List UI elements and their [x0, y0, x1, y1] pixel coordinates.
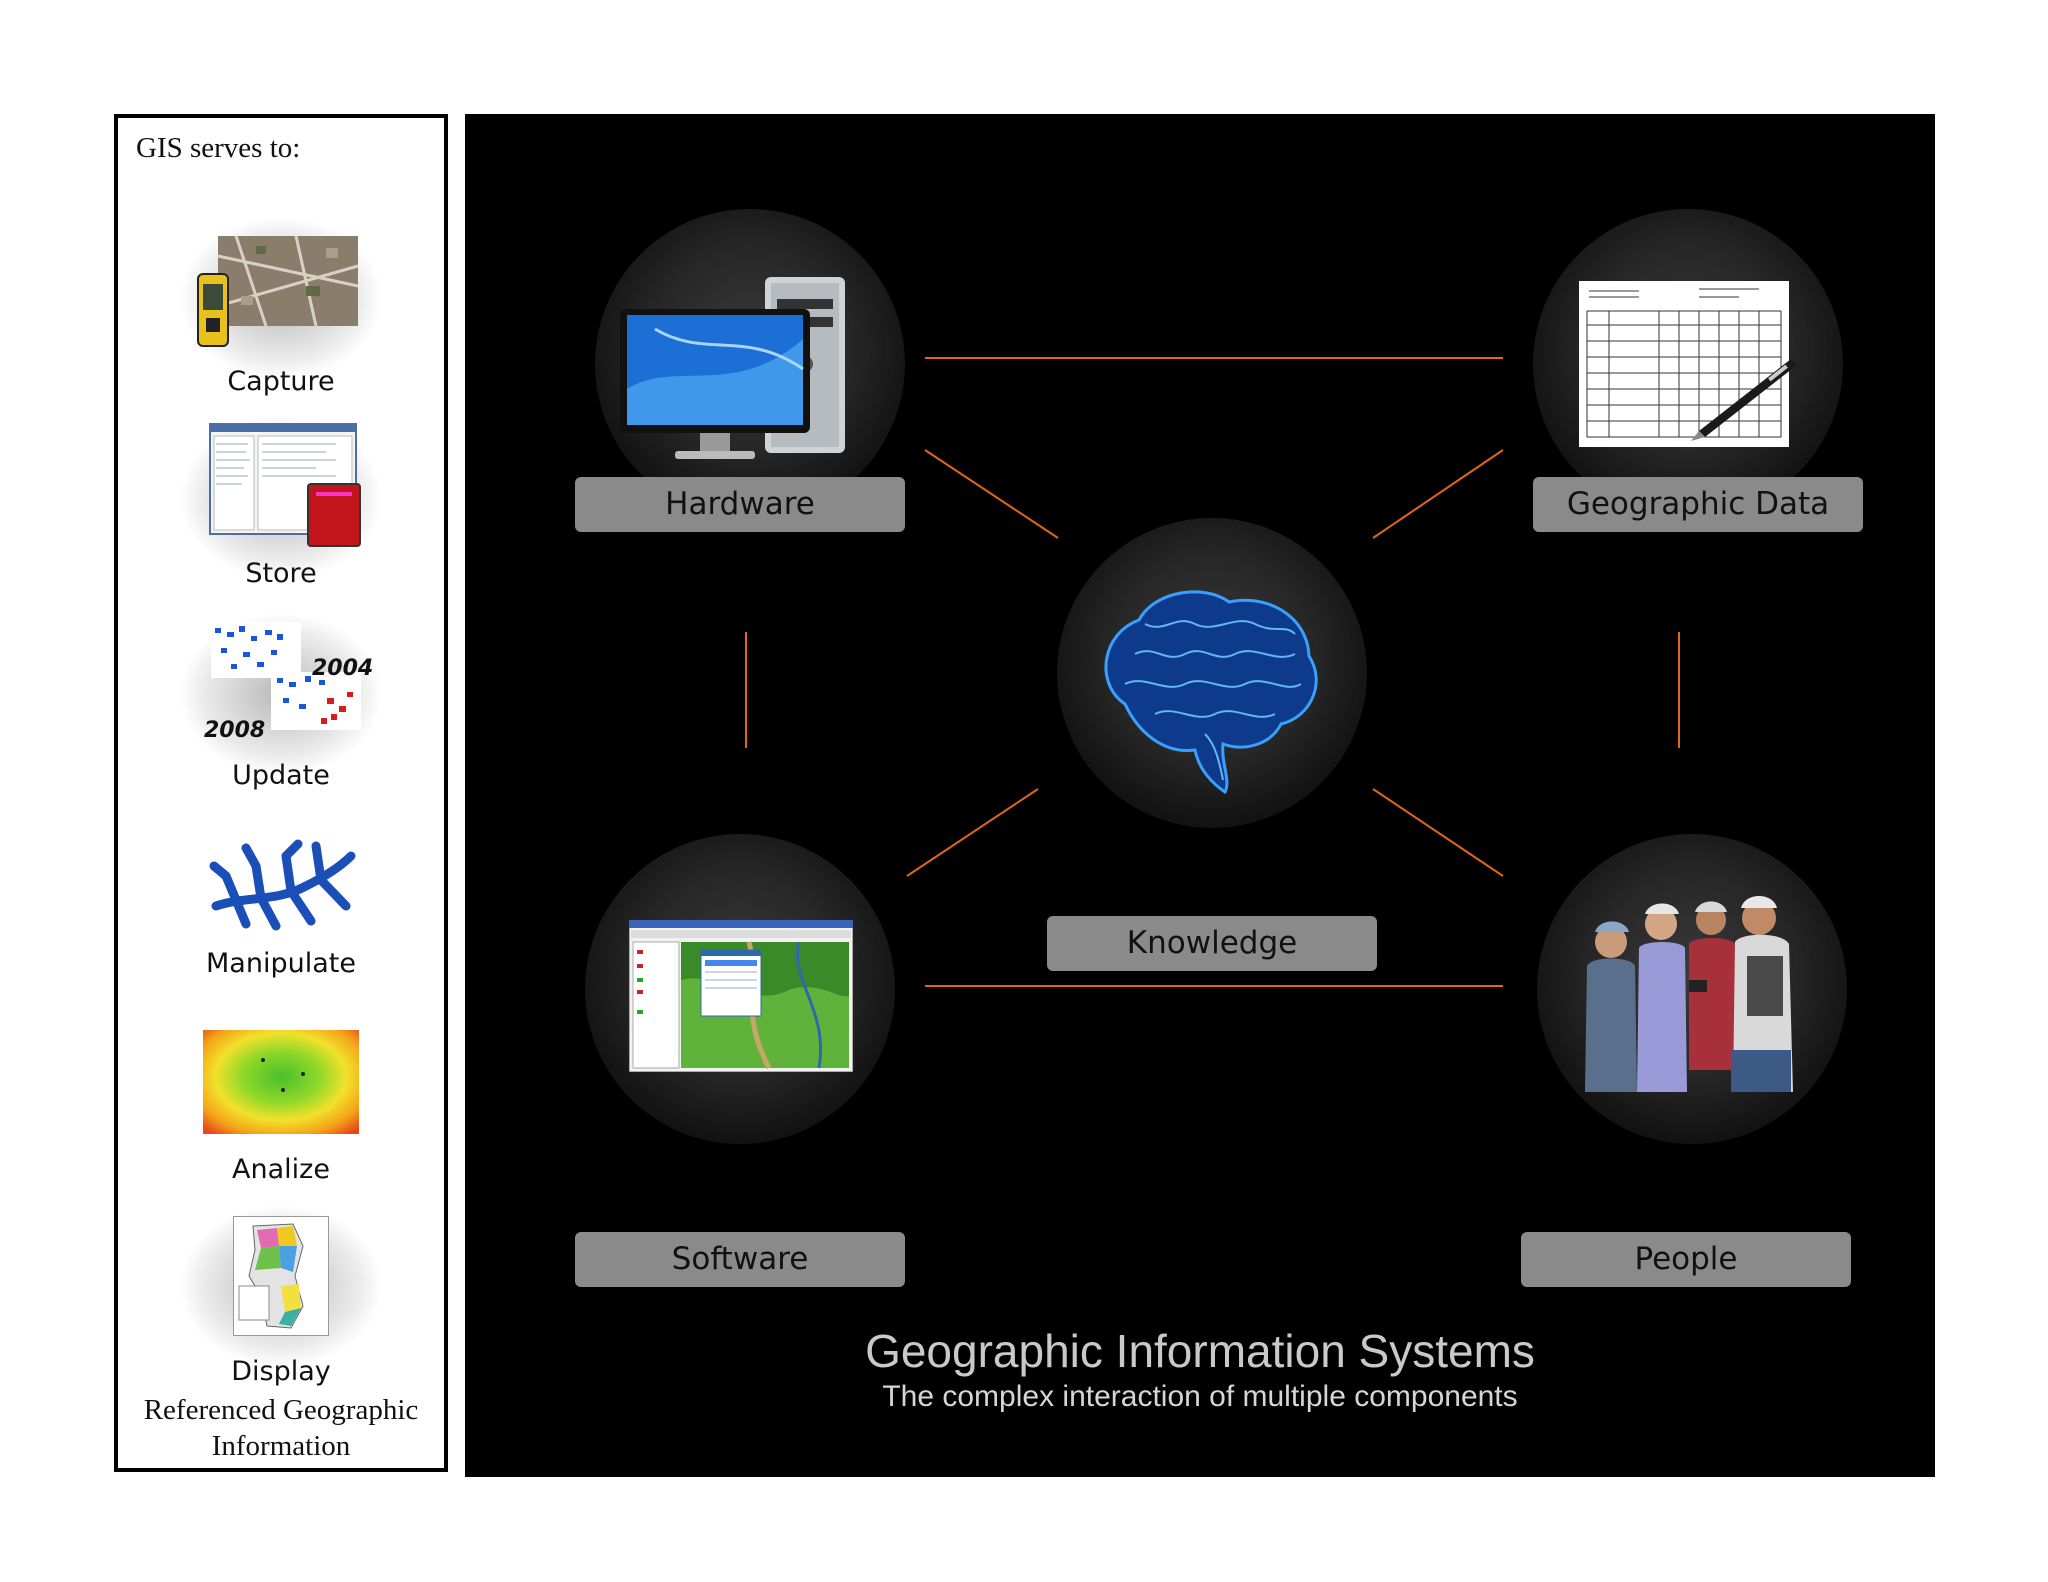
- connector-hardware-knowledge: [924, 449, 1059, 539]
- node-people: People: [1521, 834, 1861, 1287]
- gis-software-window-icon: [629, 920, 853, 1072]
- sidebar-footer: Referenced Geographic Information: [143, 1394, 419, 1462]
- function-manipulate: Manipulate: [118, 824, 444, 1004]
- drainage-network-icon: [206, 836, 356, 936]
- geographic-data-label: Geographic Data: [1533, 477, 1863, 532]
- software-label: Software: [575, 1232, 905, 1287]
- year-2004-label: 2004: [312, 656, 374, 681]
- printed-map-icon: [233, 1216, 329, 1336]
- brain-icon: [1104, 590, 1318, 794]
- diagram-title: Geographic Information Systems: [865, 1325, 1535, 1377]
- function-label: Store: [245, 558, 317, 589]
- sidebar-title: GIS serves to:: [136, 132, 301, 164]
- knowledge-label: Knowledge: [1047, 916, 1377, 971]
- function-display: Display: [118, 1206, 444, 1396]
- people-label: People: [1521, 1232, 1851, 1287]
- connector-software-knowledge: [906, 788, 1039, 877]
- node-geographic-data: Geographic Data: [1523, 209, 1863, 532]
- node-knowledge: Knowledge: [1037, 518, 1377, 971]
- gis-components-diagram: Hardware Geographic Data: [465, 114, 1935, 1477]
- hardware-label: Hardware: [575, 477, 905, 532]
- connector-lines: [745, 357, 1680, 987]
- node-software: Software: [575, 834, 915, 1287]
- node-hardware: Hardware: [575, 209, 915, 532]
- aerial-photo-gps-icon: [197, 235, 359, 347]
- database-window-icon: [209, 423, 361, 547]
- function-label: Update: [232, 760, 330, 791]
- update-comparison-maps-icon: [211, 622, 361, 730]
- computer-icon: [620, 277, 845, 459]
- function-label: Analize: [232, 1154, 330, 1185]
- diagram-subtitle: The complex interaction of multiple comp…: [882, 1380, 1518, 1413]
- function-capture: Capture: [118, 218, 444, 418]
- function-label: Capture: [227, 366, 335, 397]
- function-update: 2004 2008 Update: [118, 614, 444, 814]
- census-form-icon: [1579, 281, 1797, 447]
- function-store: Store: [118, 418, 444, 618]
- function-label: Display: [231, 1356, 331, 1387]
- function-analize: Analize: [118, 1018, 444, 1208]
- gis-functions-panel: GIS serves to: Capture: [114, 114, 448, 1472]
- heat-surface-map-icon: [203, 1030, 359, 1134]
- year-2008-label: 2008: [204, 718, 266, 743]
- field-team-people-icon: [1585, 896, 1793, 1092]
- connector-data-knowledge: [1372, 449, 1504, 539]
- function-label: Manipulate: [206, 948, 356, 979]
- connector-people-knowledge: [1372, 788, 1504, 877]
